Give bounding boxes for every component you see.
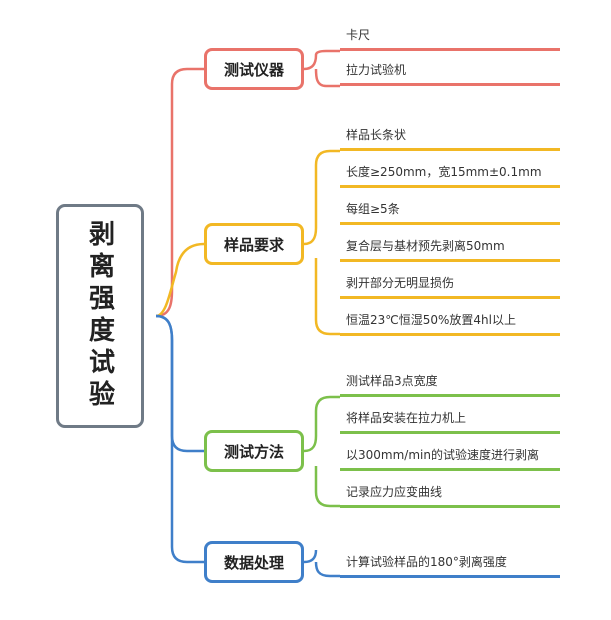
connector-root-to-branch-1 (155, 67, 204, 318)
leaf-item: 计算试验样品的180°剥离强度 (340, 544, 560, 578)
leaf-item: 卡尺 (340, 17, 560, 51)
leaf-item: 复合层与基材预先剥离50mm (340, 228, 560, 262)
connector-root-to-branch-2 (155, 242, 205, 318)
branch-label: 测试方法 (223, 442, 284, 461)
branch-label: 测试仪器 (223, 60, 284, 79)
branch-node-test-instruments: 测试仪器 (204, 48, 304, 90)
branch-label: 数据处理 (223, 553, 284, 572)
connector-root-to-branch-3 (155, 314, 204, 453)
branch-node-sample-requirements: 样品要求 (204, 223, 304, 265)
leaf-item: 样品长条状 (340, 117, 560, 151)
brace-branch-1 (303, 49, 340, 88)
leaf-item: 以300mm/min的试验速度进行剥离 (340, 437, 560, 471)
leaf-item: 长度≥250mm，宽15mm±0.1mm (340, 154, 560, 188)
root-node: 剥离强度试验 (56, 204, 144, 428)
brace-branch-3 (303, 395, 340, 508)
branch-node-data-processing: 数据处理 (204, 541, 304, 583)
leaf-item: 将样品安装在拉力机上 (340, 400, 560, 434)
leaf-item: 记录应力应变曲线 (340, 474, 560, 508)
brace-branch-4 (303, 549, 340, 578)
branch-label: 样品要求 (223, 235, 284, 254)
leaf-item: 剥开部分无明显损伤 (340, 265, 560, 299)
brace-branch-2 (303, 149, 340, 336)
connector-root-to-branch-4 (155, 314, 204, 564)
root-title: 剥离强度试验 (84, 220, 115, 412)
leaf-item: 恒温23℃恒湿50%放置4hl以上 (340, 302, 560, 336)
branch-node-test-method: 测试方法 (204, 430, 304, 472)
leaf-item: 测试样品3点宽度 (340, 363, 560, 397)
leaf-item: 拉力试验机 (340, 52, 560, 86)
leaf-item: 每组≥5条 (340, 191, 560, 225)
